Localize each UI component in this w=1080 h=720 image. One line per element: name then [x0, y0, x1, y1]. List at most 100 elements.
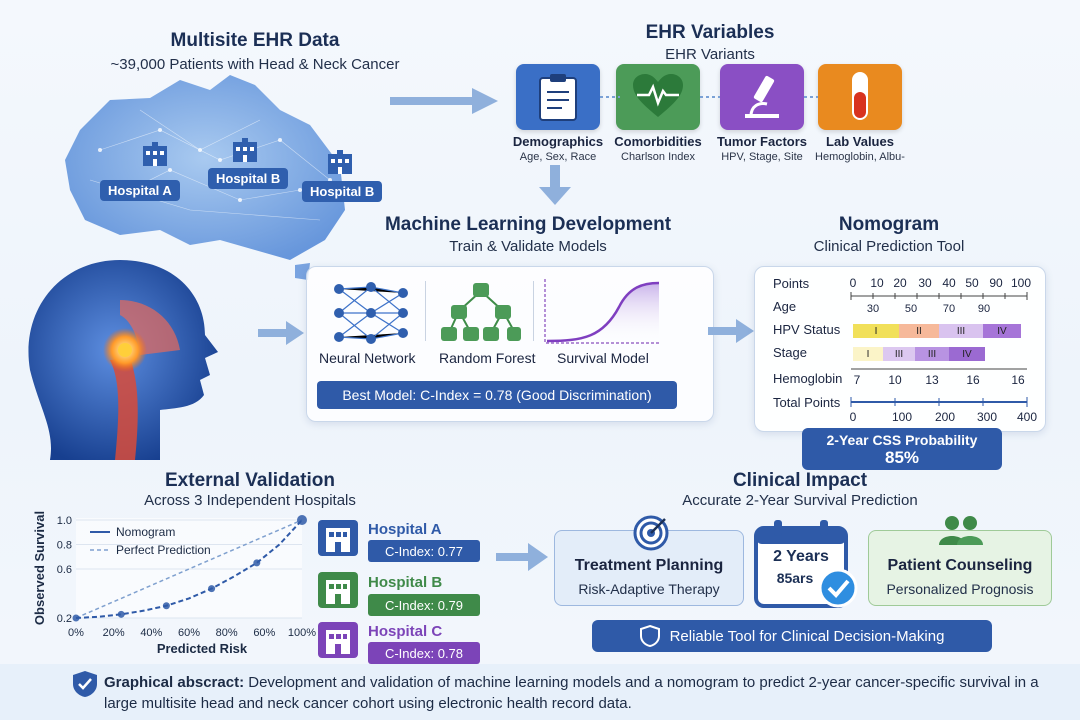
total-tick: 200 — [934, 410, 956, 424]
points-tick: 0 — [849, 276, 857, 290]
hemoglobin-tick: 13 — [925, 373, 939, 387]
nomo-hemoglobin-label: Hemoglobin — [773, 371, 843, 386]
nomogram-subtitle: Clinical Prediction Tool — [813, 238, 965, 255]
total-tick: 0 — [849, 410, 857, 424]
hpv-segment: IV — [983, 324, 1021, 338]
hpv-segment: III — [939, 324, 983, 338]
points-tick: 10 — [870, 276, 884, 290]
stage-segment: I — [853, 347, 883, 361]
hospital-a-val-icon — [318, 520, 358, 556]
points-axis — [850, 292, 1028, 300]
treatment-planning-sub: Risk-Adaptive Therapy — [578, 581, 720, 597]
footer-description: Development and validation of machine le… — [104, 674, 1039, 712]
validation-subtitle: Across 3 Independent Hospitals — [144, 492, 356, 509]
calendar-widget: 2 Years 85ars — [752, 518, 862, 610]
hospital-c-cindex: C-Index: 0.78 — [368, 642, 480, 664]
random-forest-label: Random Forest — [439, 350, 536, 366]
nomogram-point — [297, 515, 307, 525]
hemoglobin-tick: 7 — [853, 373, 861, 387]
age-tick: 70 — [942, 303, 956, 315]
calibration-chart: 0.20.60.81.0 0%20%40%60%80%60%100% Predi… — [32, 511, 316, 656]
patient-counseling-title: Patient Counseling — [887, 557, 1033, 574]
nomogram-panel: Points 0 10 20 30 40 50 90 100 Age 30 50… — [754, 266, 1046, 432]
tumor-factors-sub: HPV, Stage, Site — [721, 151, 803, 163]
points-tick: 90 — [989, 276, 1003, 290]
people-icon — [939, 516, 983, 545]
comorbidities-label: Comorbidities — [614, 134, 702, 149]
hospital-b-val-icon — [318, 572, 358, 608]
hpv-segment: I — [853, 324, 899, 338]
hospital-a-name: Hospital A — [368, 521, 442, 538]
y-tick-label: 0.2 — [57, 613, 72, 625]
reliable-tool-banner: Reliable Tool for Clinical Decision-Maki… — [592, 620, 992, 652]
arrow-right-icon-3 — [708, 319, 754, 343]
y-tick-label: 0.8 — [57, 540, 72, 552]
demographics-card — [516, 64, 600, 130]
survival-model-label: Survival Model — [557, 350, 649, 366]
patient-counseling-sub: Personalized Prognosis — [886, 581, 1034, 597]
nomo-hpv-label: HPV Status — [773, 322, 841, 337]
australia-map: Hospital A Hospital B Hospital B — [40, 70, 383, 285]
patient-counseling-card: Patient Counseling Personalized Prognosi… — [868, 516, 1052, 606]
lab-values-card — [818, 64, 902, 130]
x-tick-label: 40% — [140, 627, 162, 639]
css-probability-label: 2-Year CSS Probability — [826, 432, 978, 448]
multisite-title: Multisite EHR Data — [170, 30, 340, 51]
treatment-planning-title: Treatment Planning — [574, 557, 724, 574]
tumor-factors-label: Tumor Factors — [716, 134, 808, 149]
map-hospital-b2: Hospital B — [302, 181, 383, 202]
nomo-age-label: Age — [773, 299, 797, 314]
legend: Nomogram Perfect Prediction — [90, 525, 211, 557]
arrow-right-icon — [390, 88, 498, 114]
y-tick-label: 1.0 — [57, 515, 72, 527]
css-probability-value: 85% — [884, 448, 920, 467]
demographics-label: Demographics — [512, 134, 604, 149]
hpv-segment: II — [899, 324, 939, 338]
calendar-line1: 2 Years — [773, 548, 829, 565]
multisite-subtitle: ~39,000 Patients with Head & Neck Cancer — [110, 56, 400, 73]
reliable-tool-text: Reliable Tool for Clinical Decision-Maki… — [669, 627, 945, 645]
hospital-b-name: Hospital B — [368, 574, 443, 591]
dots-connector-2 — [700, 96, 720, 98]
head-neck-illustration — [28, 260, 218, 460]
points-tick: 30 — [918, 276, 932, 290]
nomogram-point — [117, 610, 125, 618]
hemoglobin-axis — [851, 368, 1027, 370]
age-tick: 30 — [866, 303, 880, 315]
stage-segment: III — [915, 347, 949, 361]
target-icon — [633, 515, 669, 551]
legend-perfect: Perfect Prediction — [116, 543, 211, 557]
total-points-axis — [850, 397, 1028, 407]
comorbidities-card — [616, 64, 700, 130]
nomo-total-label: Total Points — [773, 395, 841, 410]
nomogram-point — [162, 602, 170, 610]
x-tick-label: 0% — [68, 627, 84, 639]
map-hospital-b: Hospital B — [208, 168, 289, 189]
dots-connector — [600, 96, 620, 98]
nomogram-line — [75, 519, 303, 619]
stage-segment: III — [883, 347, 915, 361]
comorbidities-sub: Charlson Index — [621, 151, 695, 163]
ml-panel: Neural Network Random Forest Survival Mo… — [306, 266, 714, 422]
total-tick: 300 — [976, 410, 998, 424]
age-tick: 90 — [977, 303, 991, 315]
impact-title: Clinical Impact — [732, 470, 868, 491]
points-tick: 40 — [942, 276, 956, 290]
random-forest-icon — [441, 283, 521, 341]
hospital-b-icon — [233, 138, 257, 162]
tumor-factors-card — [720, 64, 804, 130]
impact-subtitle: Accurate 2-Year Survival Prediction — [682, 492, 918, 509]
total-tick: 100 — [891, 410, 913, 424]
hospital-c-name: Hospital C — [368, 623, 443, 640]
footer: Graphical abscract: Development and vali… — [0, 664, 1080, 720]
heart-pulse-icon — [633, 74, 683, 117]
arrow-down-icon — [539, 165, 571, 205]
calendar-icon — [754, 520, 858, 608]
nomogram-title: Nomogram — [838, 214, 940, 235]
hospital-a-icon — [143, 142, 167, 166]
total-tick: 400 — [1016, 410, 1038, 424]
perfect-prediction-line — [75, 519, 303, 619]
nomo-stage-label: Stage — [773, 345, 807, 360]
legend-nomogram: Nomogram — [116, 525, 175, 539]
x-tick-label: 80% — [216, 627, 238, 639]
